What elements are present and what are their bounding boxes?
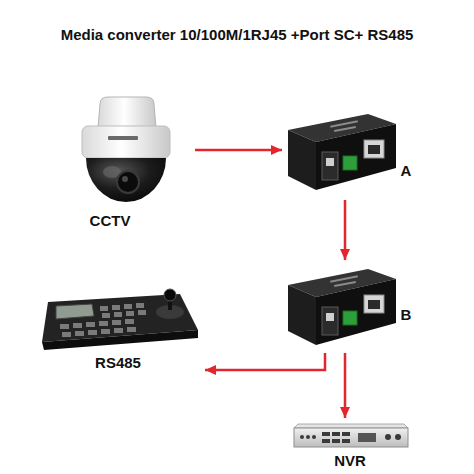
device-label: CCTV — [90, 212, 131, 230]
recorder-node: NVR — [288, 418, 410, 472]
converter-node: B — [282, 260, 417, 353]
device-label: RS485 — [95, 354, 141, 372]
converter-node: A — [282, 105, 417, 200]
camera-node: CCTV — [55, 85, 195, 240]
signal-arrow — [205, 353, 325, 370]
device-label: B — [401, 306, 412, 324]
diagram-title: Media converter 10/100M/1RJ45 +Port SC+ … — [0, 26, 474, 44]
nvr-recorder — [294, 424, 408, 447]
signal-arrow — [344, 353, 347, 418]
ptz-keyboard — [42, 289, 198, 350]
device-label: NVR — [334, 452, 366, 470]
signal-arrow — [344, 200, 347, 260]
ptz-camera — [82, 97, 170, 202]
media-converter-a — [288, 114, 396, 190]
signal-arrow — [195, 149, 282, 152]
media-converter-b — [288, 269, 396, 345]
keyboard-node: RS485 — [35, 288, 205, 380]
device-label: A — [401, 162, 412, 180]
